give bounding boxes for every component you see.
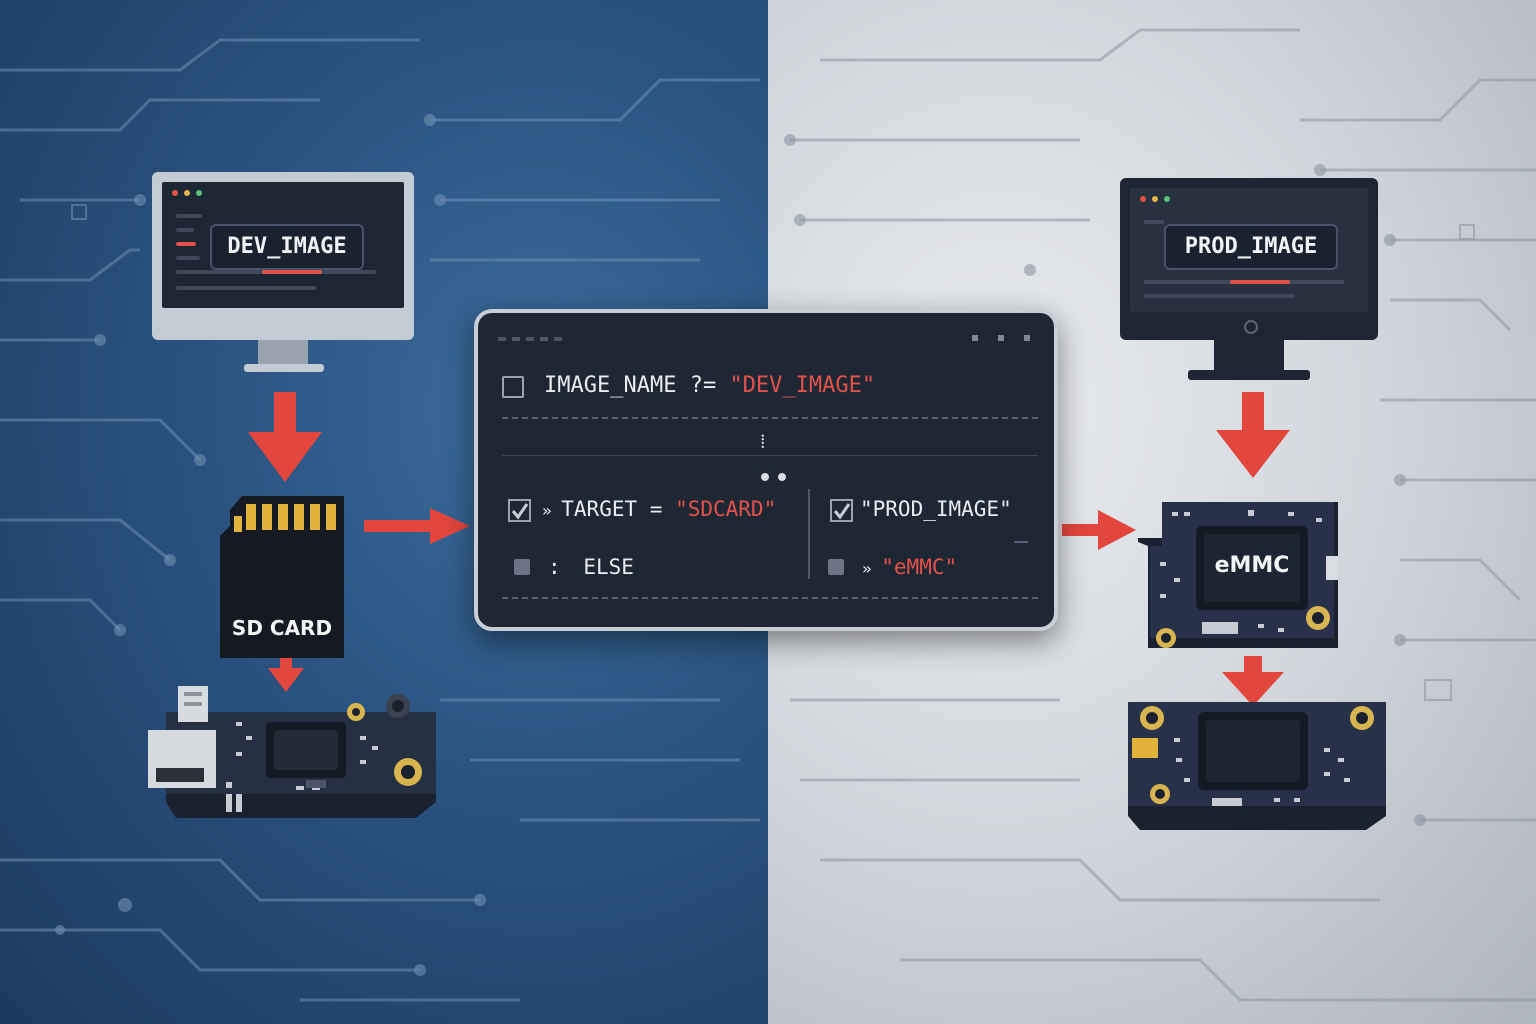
else-checkbox[interactable]: [514, 559, 530, 575]
arrow-down-prod-to-emmc: [1216, 392, 1290, 478]
arrow-down-dev-to-sd: [248, 392, 322, 482]
dev-image-label: DEV_IMAGE: [210, 224, 364, 270]
separator-top: [502, 417, 1038, 419]
sd-card-label: SD CARD: [231, 616, 333, 640]
arrow-right-terminal-to-emmc: [1062, 510, 1136, 550]
prod-monitor-screen: PROD_IMAGE: [1130, 188, 1368, 312]
emmc-target-line: » "eMMC": [862, 555, 957, 579]
emmc-target-value: "eMMC": [881, 555, 958, 579]
target-sdcard-value: "SDCARD": [675, 497, 777, 521]
prod-monitor: PROD_IMAGE: [1120, 178, 1378, 380]
prod-image-checkbox[interactable]: [830, 499, 854, 523]
prod-board: [1128, 702, 1386, 830]
condition-checkbox[interactable]: [502, 376, 524, 398]
power-button-icon: [1244, 320, 1258, 334]
prod-image-value: "PROD_IMAGE": [860, 497, 1012, 521]
dev-monitor-screen: DEV_IMAGE: [162, 182, 404, 308]
separator-bottom: [502, 597, 1038, 599]
ellipsis-icon: [761, 473, 786, 481]
branch-divider: [808, 489, 810, 579]
arrow-down-emmc-to-board: [1222, 656, 1284, 706]
arrow-right-sd-to-terminal: [364, 508, 470, 544]
target-prefix: »: [542, 501, 562, 520]
target-sdcard-checkbox[interactable]: [508, 499, 532, 523]
image-name-default-value: "DEV_IMAGE": [729, 373, 876, 398]
else-line: : ELSE: [548, 555, 634, 579]
target-sdcard-line: » TARGET = "SDCARD": [542, 497, 776, 521]
image-name-assignment: IMAGE_NAME ?= "DEV_IMAGE": [544, 373, 875, 398]
sd-card: SD CARD: [220, 496, 344, 658]
terminal-title-bar: [478, 313, 1054, 357]
else-prefix: :: [548, 555, 561, 579]
emmc-prefix: »: [862, 559, 882, 578]
emmc-label: eMMC: [1214, 553, 1290, 578]
emmc-checkbox[interactable]: [828, 559, 844, 575]
emmc-board: [1138, 502, 1338, 648]
prod-image-label: PROD_IMAGE: [1164, 224, 1338, 270]
sd-card-icon: [220, 496, 344, 658]
target-assignment: TARGET =: [561, 497, 676, 521]
dev-monitor: DEV_IMAGE: [152, 172, 414, 372]
else-label: ELSE: [583, 555, 634, 579]
dev-board: [148, 686, 436, 818]
branch-dash: [1014, 541, 1028, 543]
separator-mark: ⁞: [760, 429, 766, 453]
terminal-window: IMAGE_NAME ?= "DEV_IMAGE" ⁞ » TARGET = "…: [474, 309, 1058, 631]
image-name-variable: IMAGE_NAME ?=: [544, 373, 730, 398]
arrow-down-sd-to-board: [268, 658, 304, 692]
separator-middle: [502, 455, 1038, 456]
